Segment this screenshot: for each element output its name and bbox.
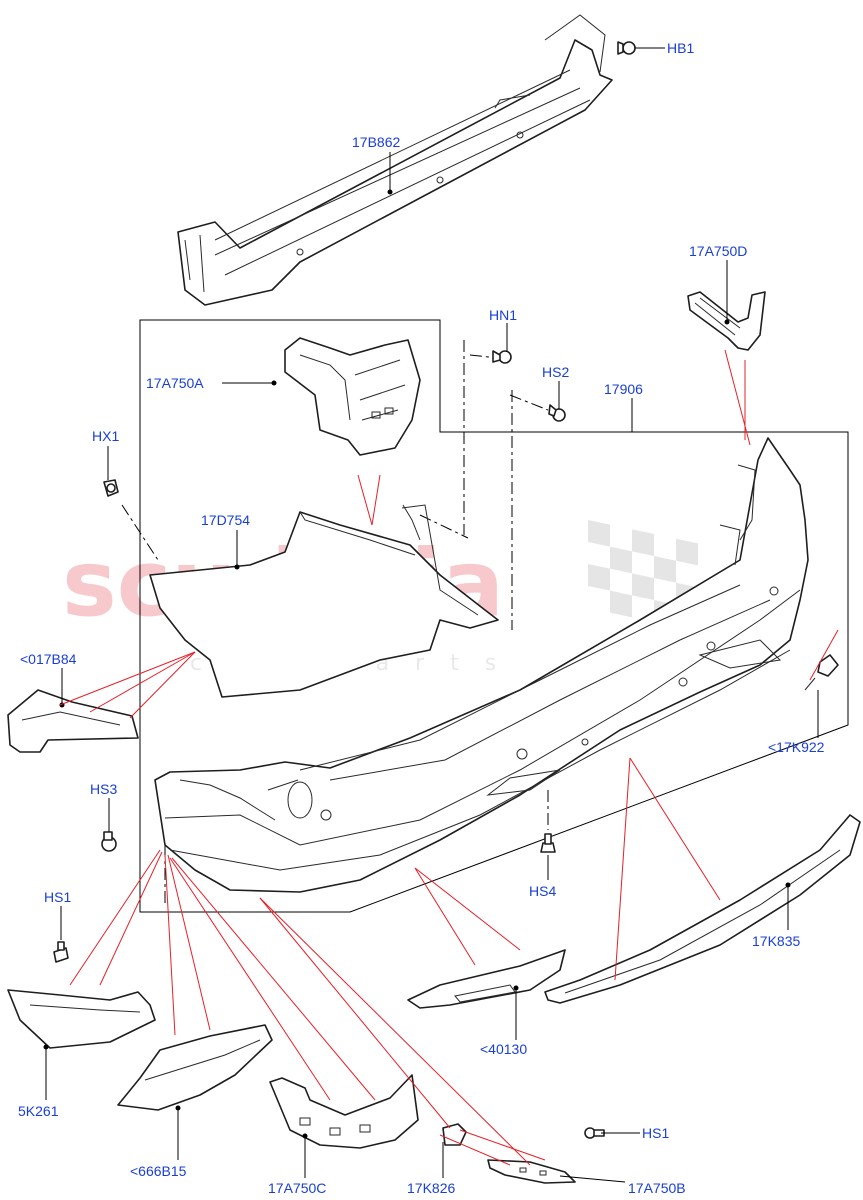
label-hs4: HS4: [529, 883, 556, 899]
callout-lines: [59, 349, 839, 1166]
label-17a750b: 17A750B: [628, 1180, 686, 1196]
clip-hs2: [548, 404, 566, 422]
clip-hn1: [492, 350, 512, 364]
label-17k835: 17K835: [752, 933, 800, 949]
clip-17k826: [442, 1123, 467, 1146]
construction-line-d: [121, 504, 159, 561]
bumper-17906: [154, 437, 809, 893]
bolt-hb1: [617, 41, 636, 55]
bracket-17a750c: [269, 1074, 419, 1149]
label-hx1: HX1: [92, 428, 119, 444]
label-17b862: 17B862: [352, 134, 400, 150]
label-17a750a: 17A750A: [146, 375, 204, 391]
label-hs2: HS2: [542, 364, 569, 380]
bracket-17a750b: [487, 1159, 576, 1184]
label-hs1-right: HS1: [642, 1125, 669, 1141]
construction-line-h: [509, 394, 549, 411]
label-17d754: 17D754: [201, 512, 250, 528]
label-5k261: 5K261: [18, 1103, 59, 1119]
label-17k826: 17K826: [407, 1180, 455, 1196]
screw-hs4: [540, 833, 556, 853]
clip-hx1: [103, 479, 119, 497]
screw-hs3: [101, 831, 117, 852]
label-40130: <40130: [480, 1041, 527, 1057]
absorber-017b84: [7, 689, 139, 753]
cover-17d754: [149, 504, 499, 698]
label-hn1: HN1: [489, 307, 517, 323]
label-hb1: HB1: [667, 40, 694, 56]
assembly-frame: [139, 319, 849, 913]
part-labels: HB1 17B862 17A750D HN1 HS2 17906 17A750A…: [18, 40, 825, 1196]
screw-hs1-right: [584, 1127, 605, 1139]
label-17906: 17906: [604, 381, 643, 397]
label-17a750c: 17A750C: [268, 1180, 326, 1196]
leader-lines: [43, 47, 819, 1183]
deflector-666b15: [117, 1024, 273, 1111]
screw-hs1-left: [53, 941, 69, 963]
reinforcement-beam-17b862: [177, 14, 613, 306]
bracket-17a750a: [284, 337, 421, 456]
label-666b15: <666B15: [130, 1163, 187, 1179]
trim-strip-17k835: [544, 814, 861, 1004]
label-17k922: <17K922: [768, 739, 825, 755]
cap-17k922: [804, 654, 839, 691]
label-017b84: <017B84: [20, 651, 77, 667]
label-hs1-left: HS1: [44, 889, 71, 905]
construction-line-c: [419, 514, 469, 539]
label-hs3: HS3: [90, 781, 117, 797]
label-17a750d: 17A750D: [689, 243, 747, 259]
panel-5k261: [7, 989, 156, 1049]
reflector-40130: [407, 949, 566, 1009]
